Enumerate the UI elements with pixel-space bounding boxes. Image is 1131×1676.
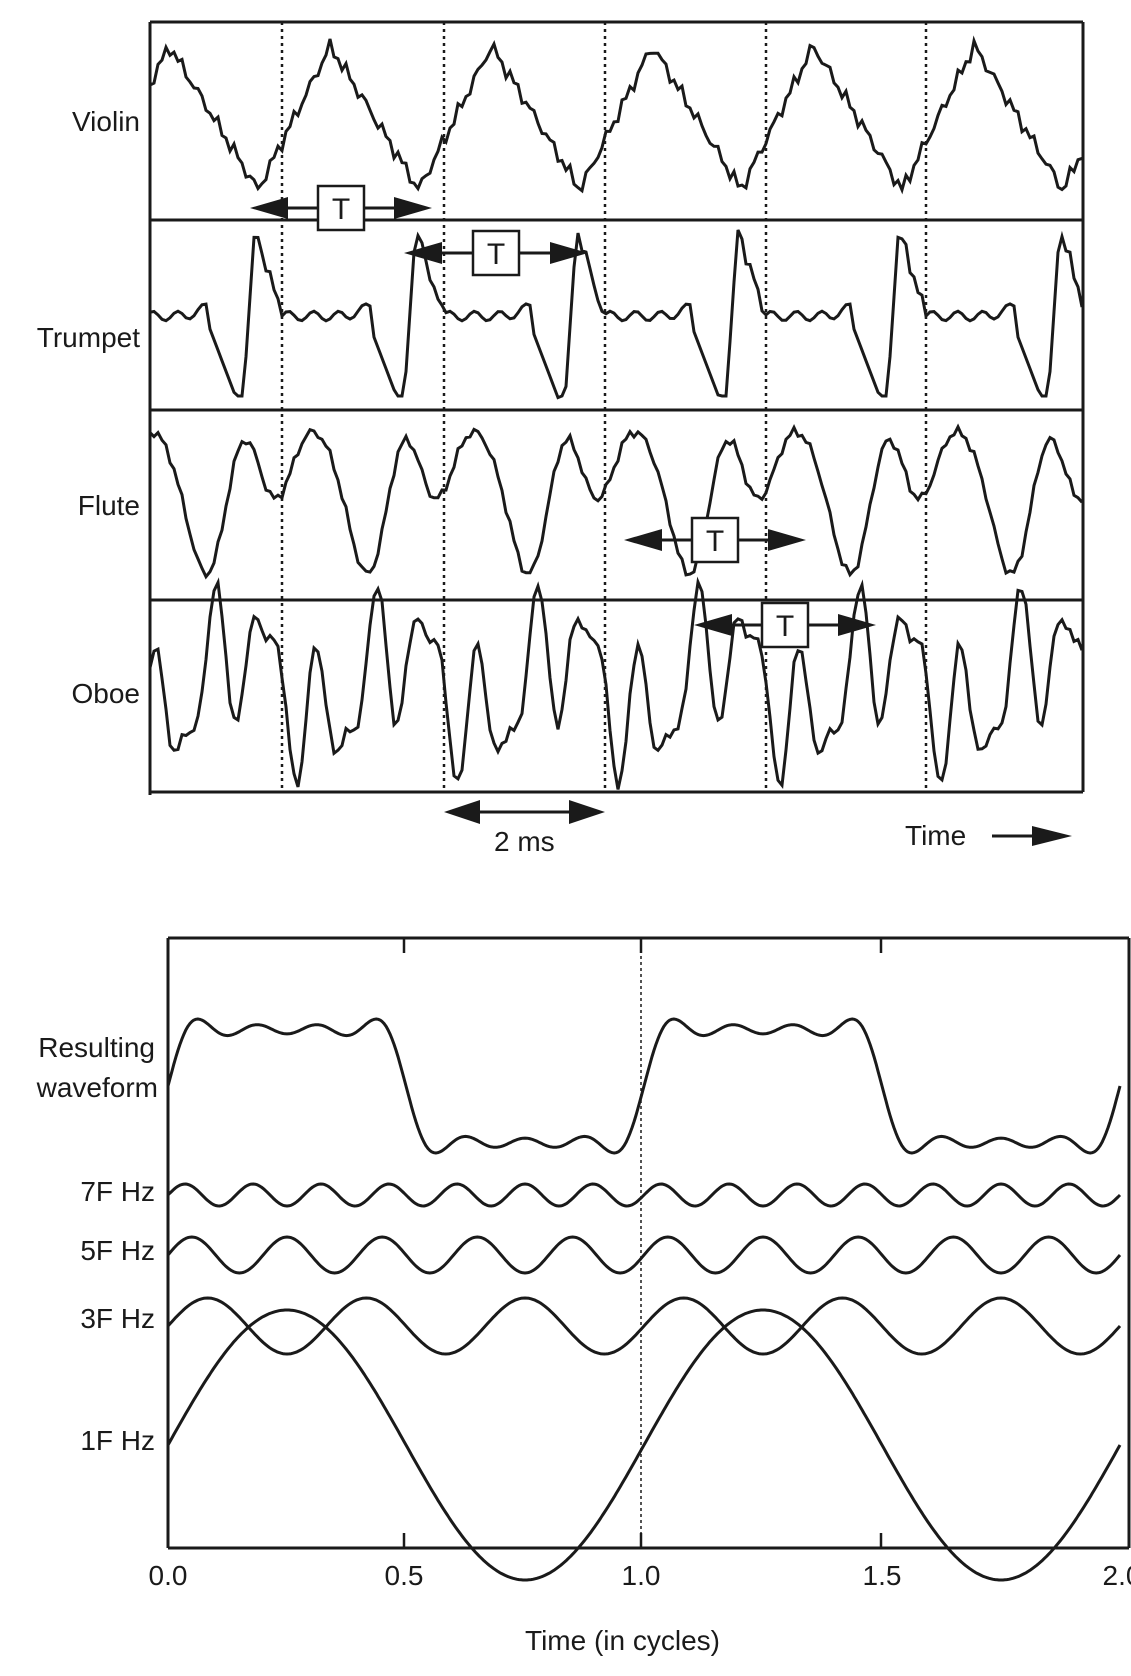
harmonic-5f-waveform [166,1235,1122,1275]
period-marker-violin: T [250,184,432,232]
time-axis-label: Time [905,820,967,851]
harmonic-1f-waveform [166,1308,1122,1582]
x-axis-title: Time (in cycles) [525,1625,720,1656]
label-1f: 1F Hz [80,1425,155,1456]
x-tick-0: 0.0 [148,1560,188,1591]
x-tick-0-5: 0.5 [384,1560,424,1591]
x-tick-1-5: 1.5 [862,1560,902,1591]
scale-bar-label: 2 ms [494,826,555,857]
trumpet-waveform [149,229,1084,400]
flute-waveform [148,423,1084,580]
svg-text:T: T [706,525,724,558]
harmonic-3f-waveform [166,1296,1122,1356]
svg-text:T: T [776,610,794,643]
x-tick-2: 2.0 [1102,1560,1131,1591]
label-resulting-line1: Resulting [38,1032,155,1063]
svg-text:T: T [332,193,350,226]
series-label-flute: Flute [77,490,140,521]
time-arrow-icon [992,826,1072,846]
label-resulting-line2: waveform [36,1072,158,1103]
violin-waveform [149,35,1083,195]
harmonics-panel [166,936,1131,1582]
series-label-oboe: Oboe [71,678,141,709]
series-label-violin: Violin [72,106,140,137]
scale-bar-2ms [444,800,605,824]
resulting-waveform [166,1017,1122,1155]
x-tick-1: 1.0 [621,1560,661,1591]
svg-text:T: T [487,238,505,271]
label-7f: 7F Hz [80,1176,155,1207]
instrument-waveforms-panel: T T T T [148,20,1085,846]
period-marker-oboe: T [694,601,876,649]
harmonic-7f-waveform [166,1182,1122,1208]
series-label-trumpet: Trumpet [36,322,140,353]
period-marker-flute: T [624,516,806,564]
label-5f: 5F Hz [80,1235,155,1266]
label-3f: 3F Hz [80,1303,155,1334]
oboe-waveform [148,576,1084,790]
period-marker-trumpet: T [404,229,588,277]
